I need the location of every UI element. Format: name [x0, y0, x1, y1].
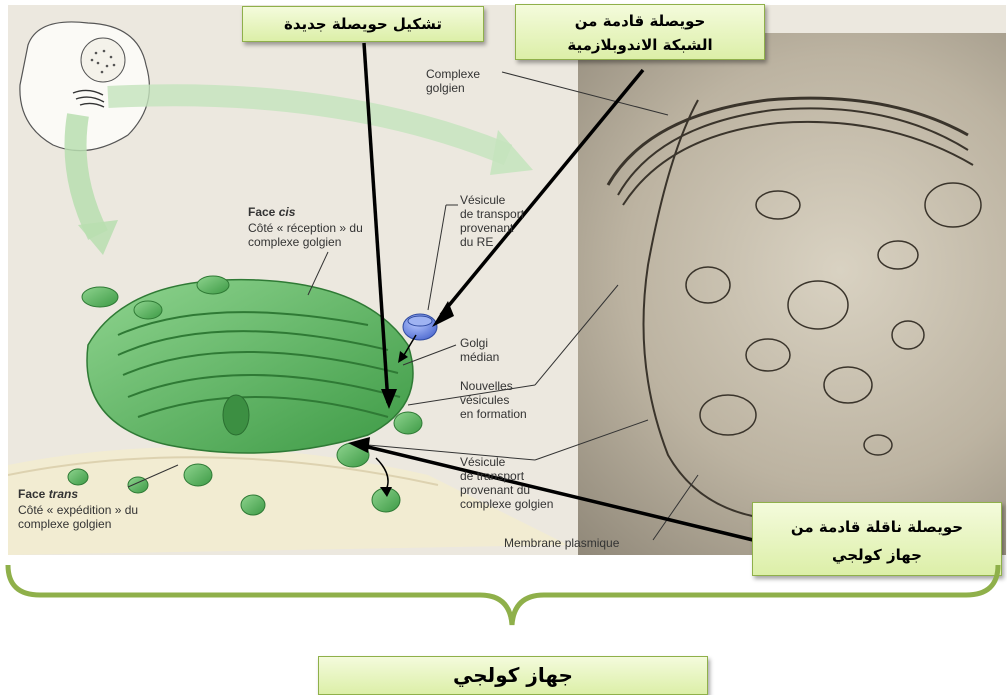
- label-nouvelles-vesicules: Nouvelles vésicules en formation: [460, 379, 527, 421]
- label-vesicule-golgi: Vésicule de transport provenant du compl…: [460, 455, 553, 511]
- callout-from-er: حويصلة قادمة من الشبكة الاندوبلازمية: [515, 4, 765, 60]
- brace: [0, 555, 1007, 635]
- golgi-figure: Complexe golgien Face cis Côté « récepti…: [8, 5, 1006, 555]
- label-golgi-median: Golgi médian: [460, 336, 499, 364]
- micrograph-structures: [608, 98, 981, 520]
- label-complexe-golgien: Complexe golgien: [426, 67, 480, 95]
- label-face-trans: Face trans: [18, 487, 78, 501]
- blue-vesicle: [403, 314, 437, 340]
- title-golgi-apparatus: جهاز كولجي: [318, 656, 708, 695]
- label-membrane: Membrane plasmique: [504, 536, 619, 550]
- label-face-cis-desc: Côté « réception » du complexe golgien: [248, 221, 363, 249]
- label-vesicule-re: Vésicule de transport provenant du RE: [460, 193, 524, 249]
- callout-new-vesicle: تشكيل حويصلة جديدة: [242, 6, 484, 42]
- label-face-cis: Face cis: [248, 205, 295, 219]
- label-face-trans-desc: Côté « expédition » du complexe golgien: [18, 503, 138, 531]
